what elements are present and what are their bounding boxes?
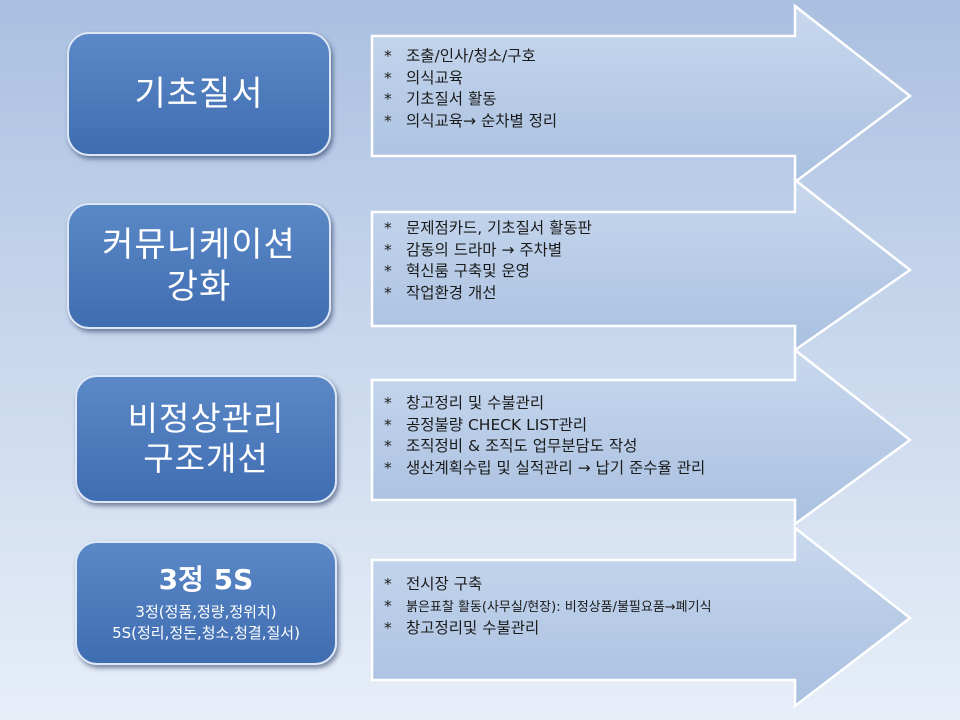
arrow-4 [370, 525, 913, 709]
list-item: *감동의 드라마 → 주차별 [384, 240, 563, 259]
list-item: *생산계획수립 및 실적관리 → 납기 준수율 관리 [384, 458, 706, 477]
list-item: *전시장 구축 [384, 575, 483, 593]
arrow-2 [370, 177, 913, 353]
arrow-1-list: *조출/인사/청소/구호 *의식교육 *기초질서 활동 *의식교육→ 순차별 정… [384, 46, 557, 132]
arrow-3 [370, 347, 913, 527]
arrow-1 [370, 3, 913, 185]
list-item: *조출/인사/청소/구호 [384, 47, 536, 65]
box-subtitle-line-2: 5S(정리,정돈,청소,청결,질서) [112, 624, 300, 642]
box-3jeong-5s: 3정 5S 3정(정품,정량,정위치) 5S(정리,정돈,청소,청결,질서) [75, 541, 337, 665]
box-title: 기초질서 [134, 74, 264, 114]
list-item: *혁신룸 구축및 운영 [384, 262, 530, 280]
arrow-3-list: *창고정리 및 수불관리 *공정불량 CHECK LIST관리 *조직정비 & … [384, 393, 705, 479]
box-basic-order: 기초질서 [67, 32, 331, 156]
list-item: *의식교육→ 순차별 정리 [384, 111, 558, 130]
box-title-line-2: 구조개선 [143, 439, 269, 478]
box-title-line-1: 비정상관리 [127, 399, 285, 438]
box-abnormal-management: 비정상관리 구조개선 [75, 375, 337, 503]
list-item: *공정불량 CHECK LIST관리 [384, 415, 588, 434]
list-item: *창고정리 및 수불관리 [384, 394, 545, 412]
box-communication: 커뮤니케이션 강화 [67, 203, 331, 329]
arrow-2-list: *문제점카드, 기초질서 활동판 *감동의 드라마 → 주차별 *혁신룸 구축및… [384, 218, 592, 304]
box-title-line-2: 강화 [166, 267, 232, 307]
box-title: 3정 5S [158, 563, 254, 596]
list-item: *창고정리및 수불관리 [384, 619, 540, 637]
box-subtitle-line-1: 3정(정품,정량,정위치) [135, 603, 277, 621]
list-item: *작업환경 개선 [384, 283, 497, 302]
list-item: *문제점카드, 기초질서 활동판 [384, 219, 592, 237]
list-item: *붉은표찰 활동(사무실/현장): 비정상품/불필요품→폐기식 [384, 596, 712, 615]
list-item: *기초질서 활동 [384, 90, 497, 108]
list-item: *의식교육 [384, 68, 464, 87]
list-item: *조직정비 & 조직도 업무분담도 작성 [384, 437, 638, 455]
box-title-line-1: 커뮤니케이션 [102, 225, 296, 265]
arrow-4-list: *전시장 구축 *붉은표찰 활동(사무실/현장): 비정상품/불필요품→폐기식 … [384, 574, 712, 640]
